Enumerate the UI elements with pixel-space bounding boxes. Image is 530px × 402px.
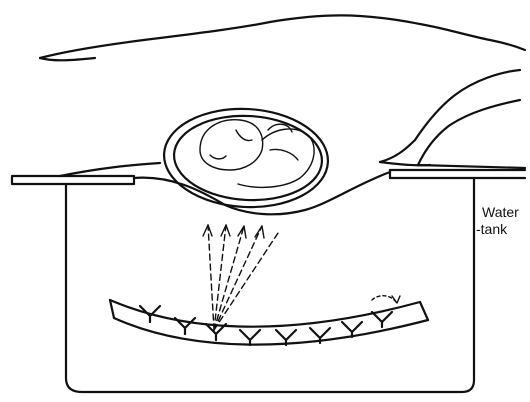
patient-body <box>40 15 525 168</box>
water-tank-label-line1: Water <box>482 204 519 220</box>
table-platform <box>12 170 525 184</box>
water-tank <box>66 178 474 392</box>
transducer-array-arc <box>110 300 428 345</box>
water-tank-label-line2: -tank <box>476 221 507 237</box>
uterus-with-fetus <box>162 105 331 211</box>
ultrasound-beams <box>203 225 280 330</box>
abdomen-membrane <box>60 163 390 214</box>
